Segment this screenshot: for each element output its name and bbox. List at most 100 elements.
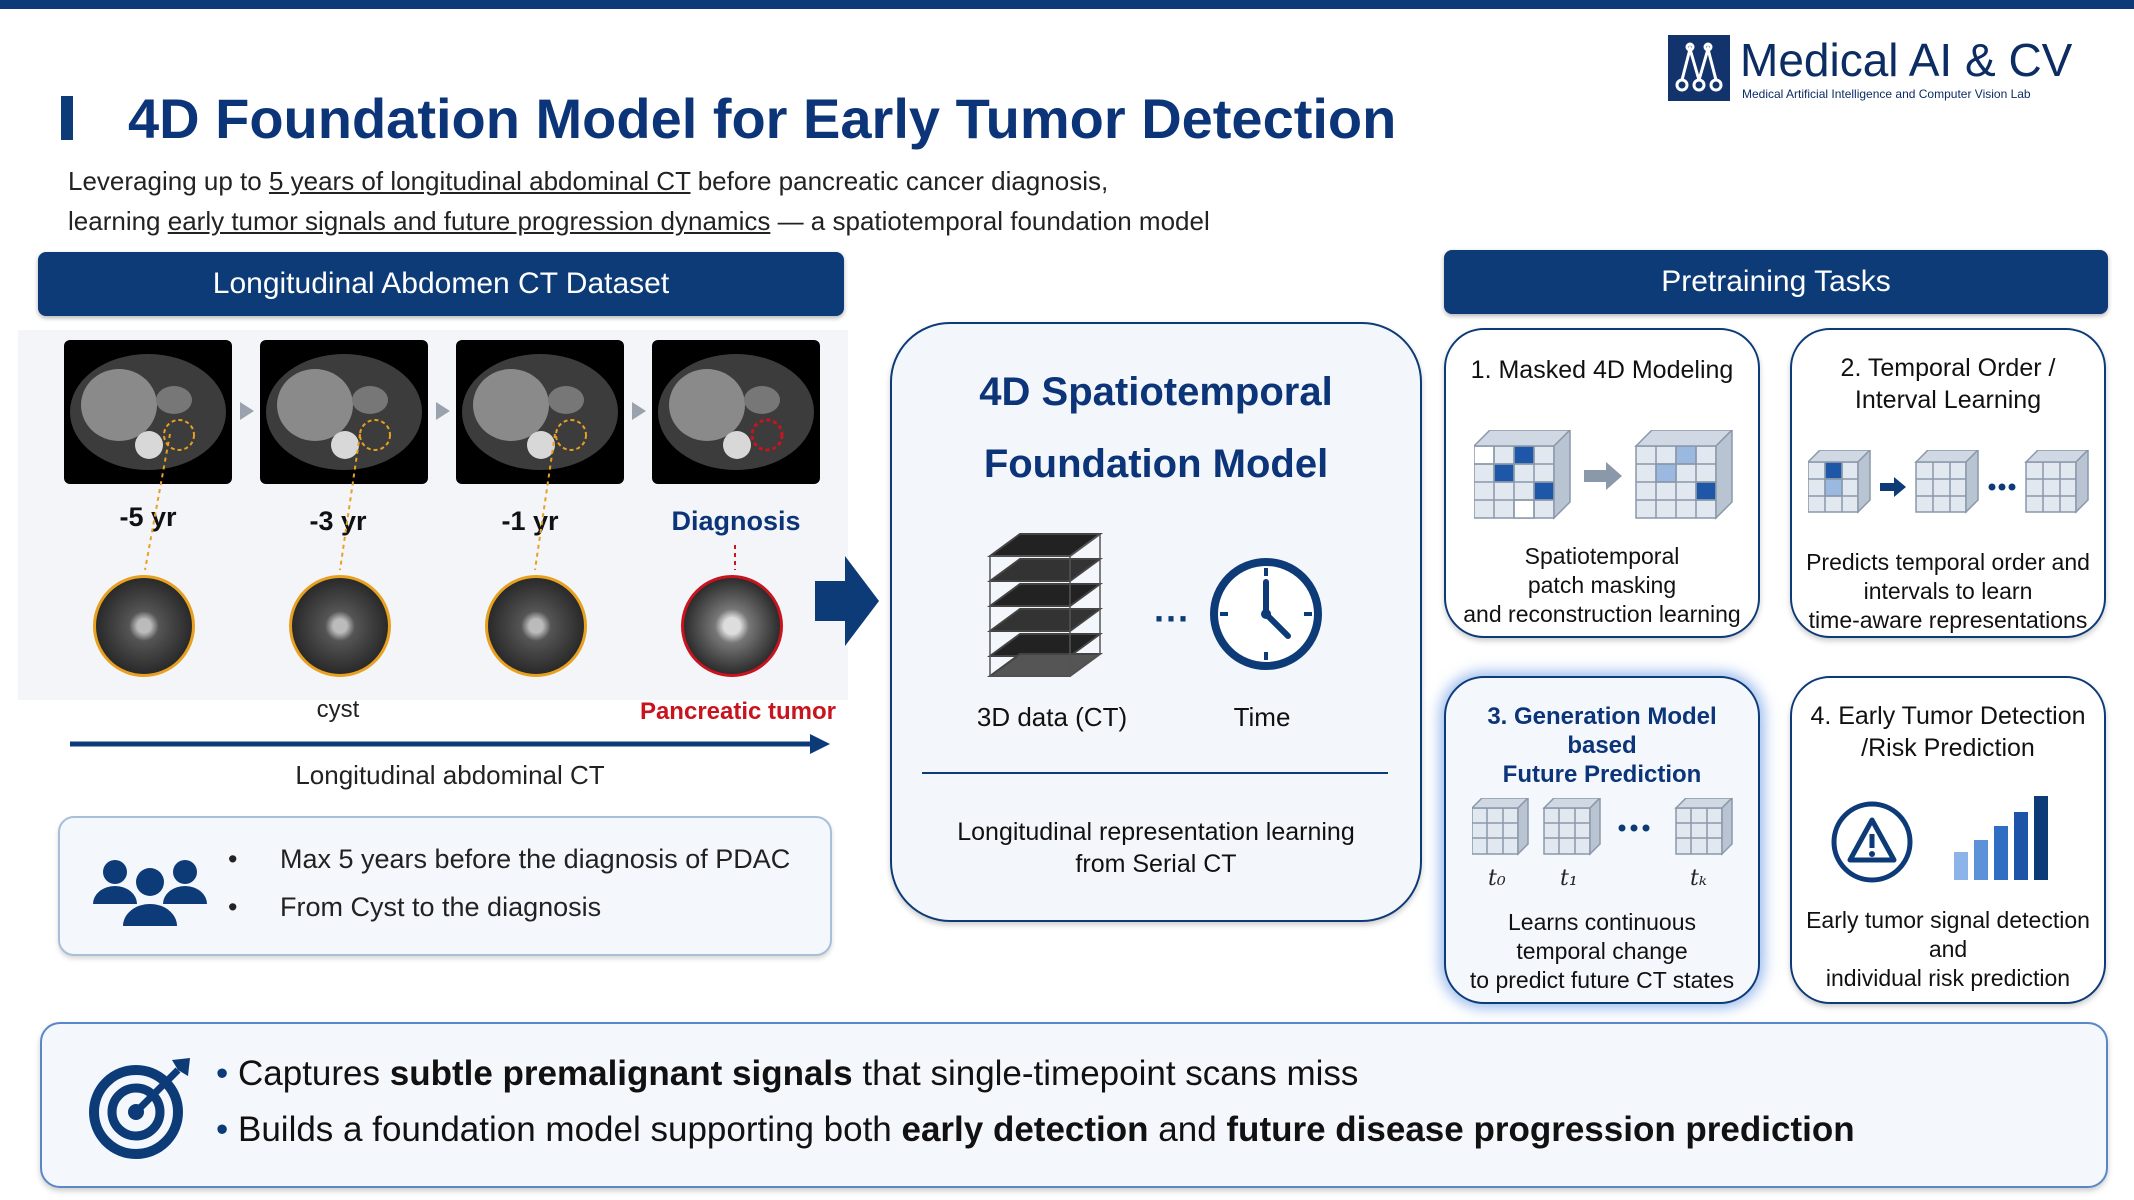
step-arrow-icon [632,402,646,420]
task-card-3-highlighted: 3. Generation Model based Future Predict… [1444,676,1760,1004]
time-label: Time [1233,702,1291,732]
logo-mark-icon [1668,35,1730,101]
timeline-label: Longitudinal abdominal CT [295,760,605,790]
logo-subtitle: Medical Artificial Intelligence and Comp… [1742,87,2031,101]
subtitle-text: learning [68,206,168,236]
model-title-line-2: Foundation Model [983,442,1329,486]
task-3-title-line: 3. Generation Model [1487,703,1717,730]
ct-scan-image [652,340,820,484]
title-marker [61,96,73,140]
pretraining-header: Pretraining Tasks [1444,250,2108,314]
task-4-body-line: Early tumor signal detection [1806,907,2090,933]
warning-icon [1831,801,1913,883]
task-4-title-line: /Risk Prediction [1861,734,2035,762]
risk-bar-chart-icon [1954,796,2048,880]
task-2-title: 2. Temporal Order / Interval Learning [1792,352,2104,416]
flow-arrow-icon [815,556,879,646]
task-3-body-line: to predict future CT states [1469,967,1735,993]
summary-text: and [1148,1110,1227,1149]
timepoint-label-diagnosis: Diagnosis [671,506,801,536]
task-2-body-line: Predicts temporal order and [1806,549,2090,575]
bullet-marker: • [228,844,238,874]
timepoint-label: -1 yr [501,506,559,536]
task-3-body-line: temporal change [1516,938,1688,964]
time-label-t1: t₁ [1560,866,1578,891]
leader-lines [144,433,736,571]
crop-circle-image [485,575,587,677]
people-group-icon [93,860,207,926]
task-2-title-line: 2. Temporal Order / [1840,354,2056,382]
temporal-order-cubes-icon [1808,450,2090,514]
task-2-body-line: intervals to learn [1863,578,2033,604]
model-desc-line-2: from Serial CT [1075,850,1237,878]
timeline-arrow-icon [70,734,830,754]
summary-line-1: • Captures subtle premalignant signals t… [216,1054,1358,1094]
step-arrow-icon [436,402,450,420]
crop-circle-image [93,575,195,677]
task-1-body-line: patch masking [1527,572,1677,598]
task-3-body: Learns continuous temporal change to pre… [1446,908,1758,995]
bullet-marker: • [228,892,238,922]
task-1-body-line: Spatiotemporal [1524,543,1680,569]
summary-bold: subtle premalignant signals [389,1054,853,1093]
task-card-1: 1. Masked 4D Modeling Spatiotemporal pat… [1444,328,1760,638]
model-ellipsis: ··· [1154,598,1190,639]
subtitle-line-2: learning early tumor signals and future … [68,206,1210,237]
ct-scan-image [64,340,232,484]
summary-bold: early detection [901,1110,1149,1149]
lab-logo: Medical AI & CV Medical Artificial Intel… [1668,34,2104,103]
subtitle-line-1: Leveraging up to 5 years of longitudinal… [68,166,1108,197]
task-4-body: Early tumor signal detection and individ… [1792,906,2104,993]
dataset-bullet-1: Max 5 years before the diagnosis of PDAC [280,844,791,874]
task-3-body-line: Learns continuous [1508,909,1696,935]
model-title-line-1: 4D Spatiotemporal [979,370,1333,414]
summary-line-2: • Builds a foundation model supporting b… [216,1110,1855,1150]
task-3-title-line: based [1567,732,1637,759]
task-2-title-line: Interval Learning [1854,386,2042,414]
crop-circle-tumor-image [681,575,783,677]
dataset-info-box: • Max 5 years before the diagnosis of PD… [58,816,832,956]
summary-box: • Captures subtle premalignant signals t… [40,1022,2108,1188]
task-2-body-line: time-aware representations [1808,607,2088,633]
task-4-title: 4. Early Tumor Detection /Risk Predictio… [1792,700,2104,764]
task-1-body-line: and reconstruction learning [1463,601,1741,627]
ct-volume-stack-icon [986,533,1104,677]
task-2-body: Predicts temporal order and intervals to… [1792,548,2104,635]
bullet-marker: • [216,1110,238,1149]
timepoint-label: -3 yr [309,506,367,536]
summary-text: that single-timepoint scans miss [852,1054,1359,1093]
time-label-tk: tₖ [1690,866,1707,891]
target-icon [89,1058,190,1159]
tumor-label: Pancreatic tumor [639,698,837,725]
masked-cube-icon [1474,430,1734,520]
top-accent-bar [0,0,2134,9]
crop-circle-image [289,575,391,677]
subtitle-underlined: 5 years of longitudinal abdominal CT [268,166,691,196]
subtitle-underlined: early tumor signals and future progressi… [167,206,771,236]
summary-text: Captures [237,1054,390,1093]
clock-icon [1210,558,1322,670]
logo-title: Medical AI & CV [1740,34,2073,86]
future-prediction-cubes-icon [1472,798,1734,856]
task-card-2: 2. Temporal Order / Interval Learning Pr… [1790,328,2106,638]
time-label-t0: t₀ [1488,866,1506,891]
task-1-title: 1. Masked 4D Modeling [1470,356,1734,384]
task-3-title: 3. Generation Model based Future Predict… [1446,702,1758,789]
dataset-bullet-2: From Cyst to the diagnosis [280,892,602,922]
task-4-body-line: and [1928,936,1968,962]
summary-text: Builds a foundation model supporting bot… [237,1110,902,1149]
dataset-header: Longitudinal Abdomen CT Dataset [38,252,844,316]
model-desc-line-1: Longitudinal representation learning [957,818,1355,846]
ct-scan-image [456,340,624,484]
subtitle-text: Leveraging up to [68,166,269,196]
foundation-model-box: 4D Spatiotemporal Foundation Model ··· 3… [890,322,1422,922]
task-1-body: Spatiotemporal patch masking and reconst… [1446,542,1758,629]
ct-scan-image [260,340,428,484]
step-arrow-icon [240,402,254,420]
model-divider [922,772,1388,774]
bullet-marker: • [216,1054,238,1093]
task-4-title-line: 4. Early Tumor Detection [1810,702,2086,730]
summary-bold: future disease progression prediction [1226,1110,1855,1149]
task-3-title-line: Future Prediction [1502,761,1702,788]
page-title: 4D Foundation Model for Early Tumor Dete… [128,87,1397,150]
